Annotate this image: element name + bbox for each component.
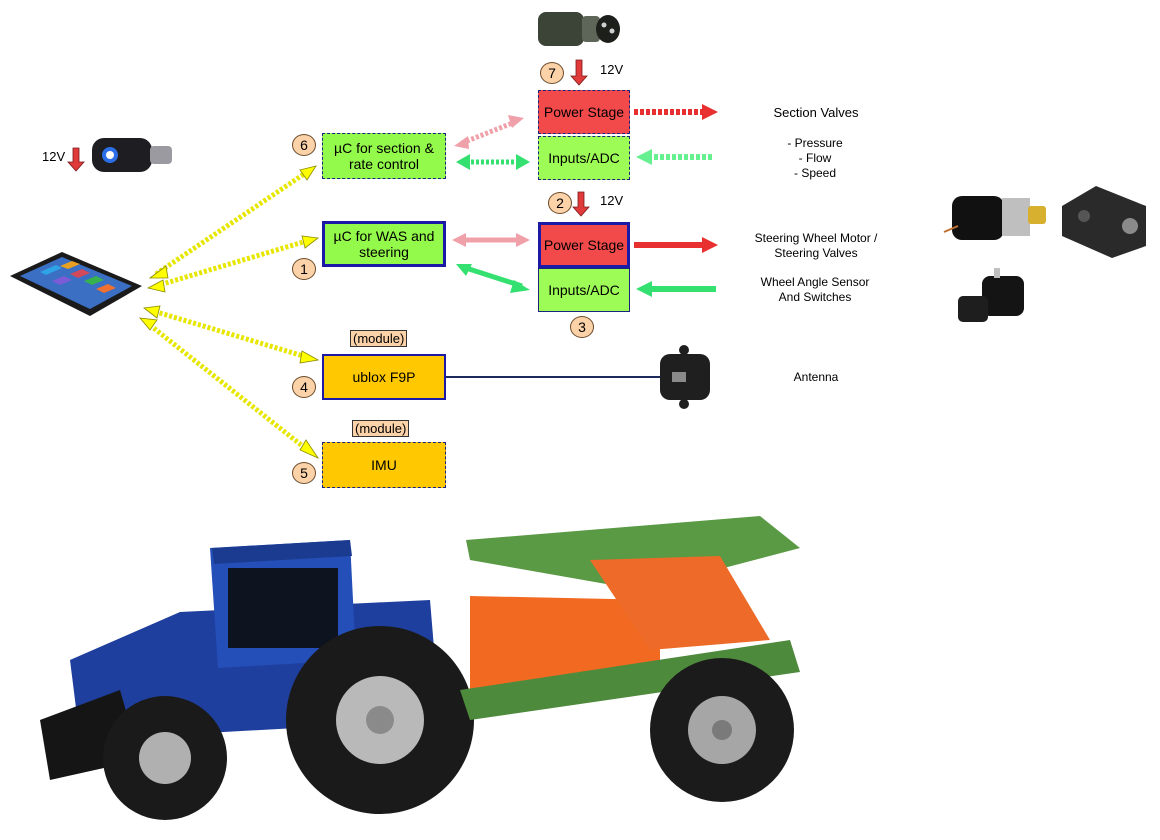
arrowhead — [636, 281, 652, 297]
arrowhead — [516, 154, 530, 170]
steering-motor-label-2: Steering Valves — [774, 246, 858, 260]
power-stage-top-label: Power Stage — [543, 104, 625, 120]
arrow-was-inputs-link — [465, 265, 523, 289]
power-stage-mid-label: Power Stage — [543, 237, 625, 253]
power-stage-top-box: Power Stage — [538, 90, 630, 134]
arrow-tablet-ublox — [149, 307, 311, 361]
arrow-tablet-uc-section — [154, 167, 312, 277]
inputs-adc-mid-box: Inputs/ADC — [538, 268, 630, 312]
was-label-1: Wheel Angle Sensor — [760, 275, 870, 289]
power-input-arrows — [67, 59, 590, 217]
power-connector-icon — [538, 12, 620, 46]
arrowhead — [299, 350, 320, 364]
ublox-module-tag: (module) — [350, 330, 408, 347]
badge-3: 3 — [570, 316, 594, 338]
badge-6: 6 — [292, 134, 316, 156]
inputs-adc-mid-label: Inputs/ADC — [548, 282, 620, 298]
motor-icon — [943, 196, 1046, 240]
steering-motor-label-1: Steering Wheel Motor / — [754, 231, 878, 245]
uc-was-label: µC for WAS and steering — [333, 228, 435, 260]
arrowhead — [454, 136, 469, 149]
down-arrow — [570, 59, 588, 86]
tablet-arrowheads — [139, 165, 320, 459]
badge-2: 2 — [548, 192, 572, 214]
uc-was-box: µC for WAS and steering — [322, 221, 446, 267]
imu-label: IMU — [371, 457, 397, 473]
uc-section-box: µC for section & rate control — [322, 133, 446, 179]
speed-label: - Speed — [793, 166, 837, 180]
uc-section-label: µC for section & rate control — [334, 140, 434, 172]
arrowhead — [456, 264, 472, 276]
arrowhead — [142, 305, 161, 319]
arrowhead — [508, 115, 524, 128]
arrowhead — [456, 154, 470, 170]
arrow-tablet-uc-was — [155, 237, 311, 289]
arrowhead — [702, 104, 718, 120]
was-label-2: And Switches — [778, 290, 852, 304]
badge-4: 4 — [292, 376, 316, 398]
power-stage-mid-box: Power Stage — [538, 222, 630, 268]
arrow-section-power-link — [461, 119, 516, 146]
flow-label: - Flow — [798, 151, 832, 165]
arrowhead — [139, 317, 158, 331]
inputs-adc-top-box: Inputs/ADC — [538, 136, 630, 180]
arrowhead — [452, 233, 466, 247]
car-charger-icon — [92, 138, 172, 172]
imu-box: IMU — [322, 442, 446, 488]
ublox-label: ublox F9P — [352, 369, 416, 385]
imu-module-tag: (module) — [352, 420, 410, 437]
tablet-icon — [10, 252, 142, 316]
arrowhead — [301, 235, 320, 249]
down-arrow — [67, 147, 85, 172]
arrowhead — [516, 233, 530, 247]
angle-sensor-icon — [958, 268, 1024, 322]
antenna-icon — [660, 345, 710, 409]
arrowhead — [146, 279, 166, 293]
arrowhead — [148, 265, 169, 279]
antenna-label: Antenna — [793, 370, 839, 384]
arrow-tablet-imu — [144, 320, 312, 454]
tablet-links — [144, 167, 312, 454]
arrowhead — [299, 439, 320, 459]
voltage-left: 12V — [42, 149, 66, 164]
voltage-top: 12V — [600, 62, 624, 77]
arrowhead — [702, 237, 718, 253]
section-valves-label: Section Valves — [773, 105, 859, 120]
badge-7: 7 — [540, 62, 564, 84]
voltage-mid: 12V — [600, 193, 624, 208]
arrowhead — [636, 149, 652, 165]
gearbox-icon — [1062, 186, 1146, 258]
arrowhead — [299, 165, 317, 181]
ublox-box: ublox F9P — [322, 354, 446, 400]
badge-1: 1 — [292, 258, 316, 280]
inputs-adc-top-label: Inputs/ADC — [548, 150, 620, 166]
badge-5: 5 — [292, 462, 316, 484]
sprayer-image — [460, 516, 800, 802]
down-arrow — [572, 191, 590, 217]
pressure-label: - Pressure — [787, 136, 843, 150]
arrowhead — [510, 280, 530, 293]
tractor-image — [40, 540, 474, 820]
